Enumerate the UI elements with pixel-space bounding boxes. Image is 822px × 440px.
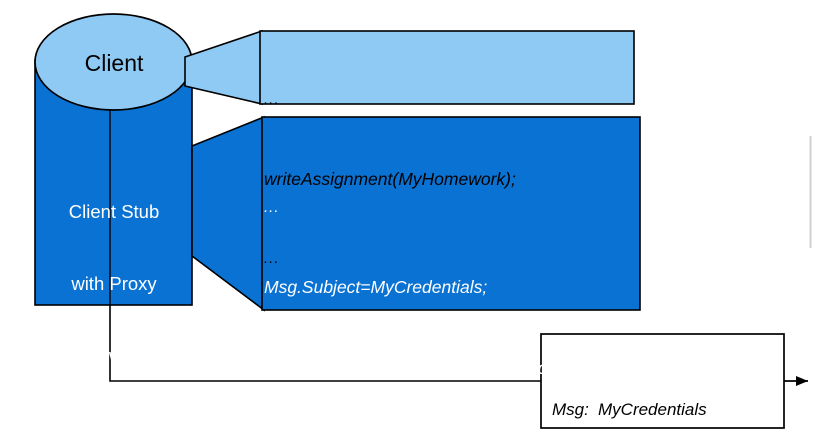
application-callout-code: ... writeAssignment(MyHomework); ...	[264, 33, 624, 325]
application-callout-tail	[184, 29, 263, 106]
stub-callout-line-1: ...	[264, 198, 280, 216]
message-outgoing-arrowhead	[796, 376, 808, 386]
stub-callout-box[interactable]	[261, 116, 641, 311]
stub-callout-code: ... Msg.Subject=MyCredentials; Msg.Metho…	[264, 141, 636, 440]
client-node-label: Client	[84, 50, 144, 76]
application-callout-line-2: writeAssignment(MyHomework);	[264, 168, 516, 189]
application-callout-line-3: ...	[264, 250, 280, 268]
client-stub-label-line-1: Client Stub	[68, 201, 160, 223]
stub-callout-line-2: Msg.Subject=MyCredentials;	[264, 276, 488, 297]
message-box-field-1: MyCredentials	[598, 400, 707, 420]
client-stub-label: Client Stub with Proxy (here without PEP…	[28, 152, 200, 440]
stub-callout-line-3: Msg.Method_Id=writeAssignment_Id;	[264, 358, 553, 379]
message-box[interactable]	[540, 333, 785, 429]
application-callout-box[interactable]	[259, 30, 635, 105]
client-stub-label-line-3: (here without	[60, 345, 168, 367]
application-callout-line-1: ...	[264, 90, 280, 108]
client-stub-label-line-2: with Proxy	[71, 273, 157, 295]
message-box-first-row: Msg: MyCredentials	[552, 396, 780, 424]
message-box-label: Msg:	[552, 400, 589, 420]
stub-to-message-connector	[109, 305, 541, 382]
client-stub-label-line-4: PEP and PDP)	[52, 417, 176, 439]
stub-callout-tail	[191, 115, 265, 312]
message-box-content: Msg:MyCredentials writeAssignment_Id MyH…	[552, 341, 780, 440]
